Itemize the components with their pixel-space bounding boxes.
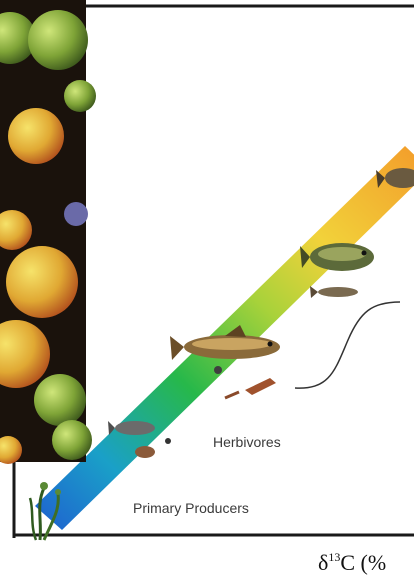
x-axis-label: δ13C (% bbox=[318, 550, 386, 576]
delta-symbol: δ bbox=[318, 550, 328, 575]
fish-icon bbox=[310, 286, 358, 298]
pollen-photo bbox=[0, 0, 96, 464]
isotope-superscript: 13 bbox=[328, 550, 340, 564]
x-axis-label-rest: C (% bbox=[340, 550, 386, 575]
primary-producers-label: Primary Producers bbox=[133, 500, 249, 516]
bracket-curve bbox=[295, 302, 400, 388]
herbivores-label: Herbivores bbox=[213, 434, 281, 450]
